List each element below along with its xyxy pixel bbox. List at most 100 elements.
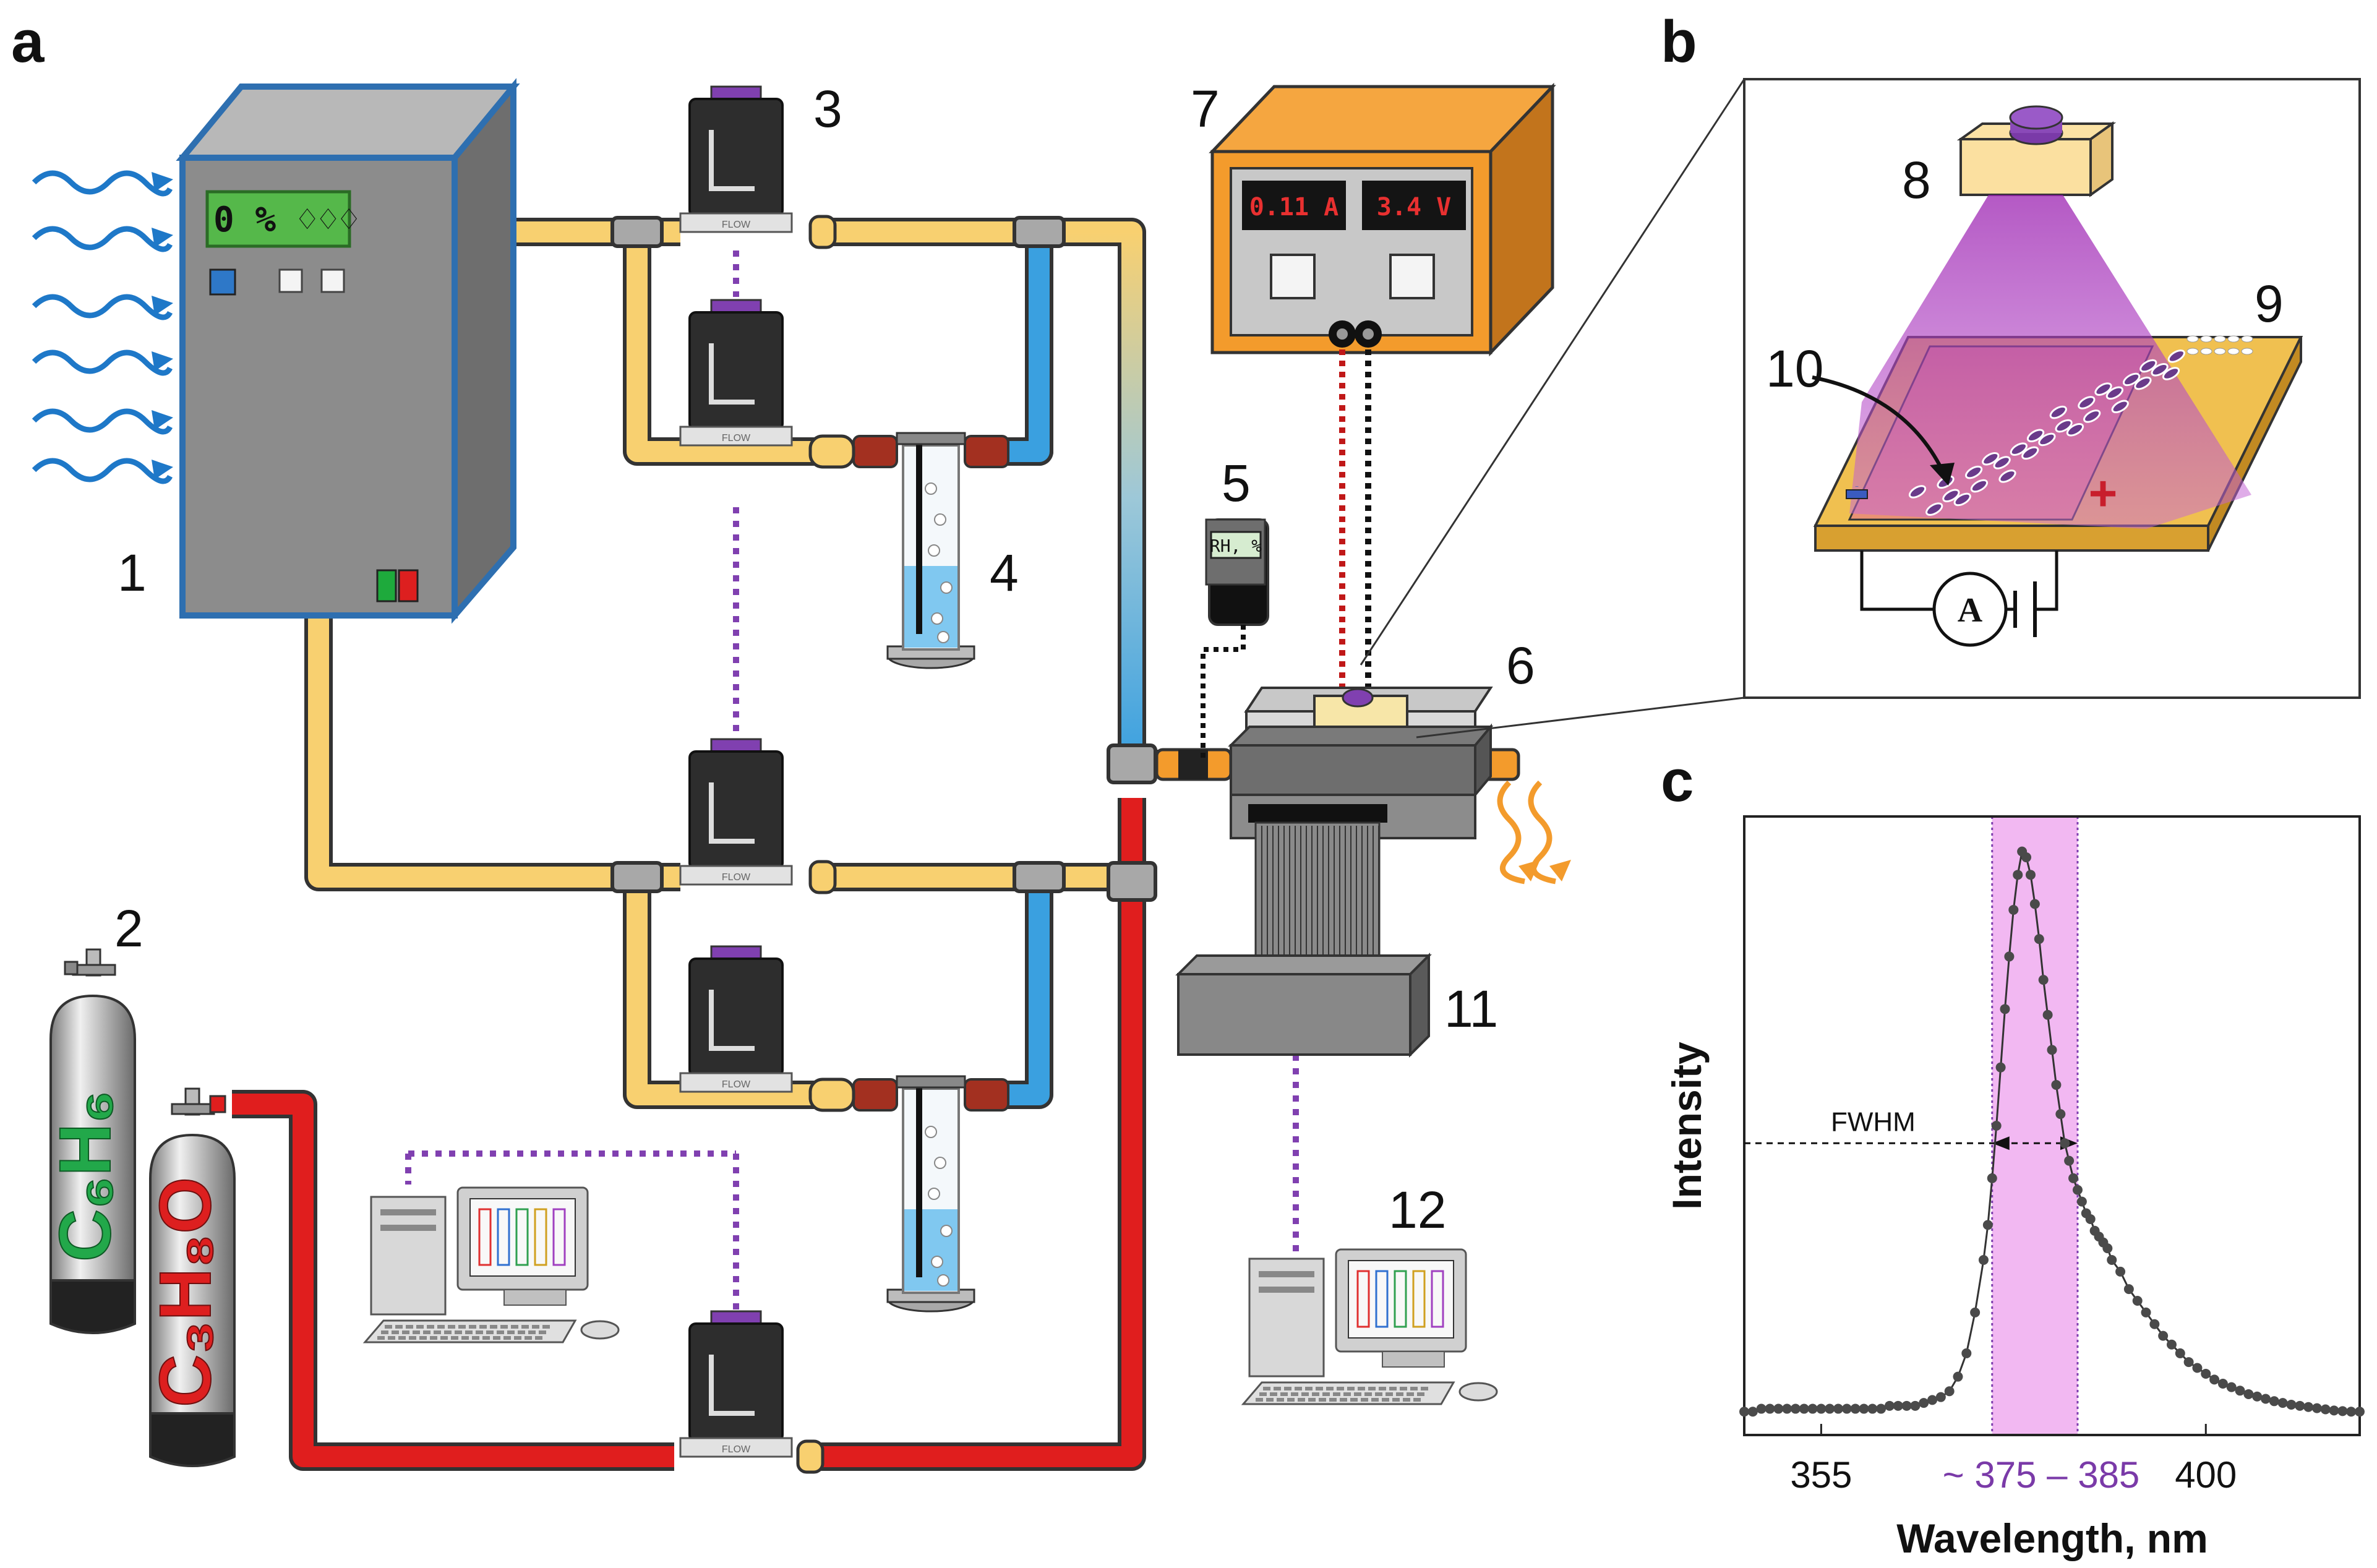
chamber-white-button-1[interactable] <box>278 268 303 293</box>
spectrum-point <box>1799 1403 1809 1414</box>
spectrum-point <box>2060 1138 2070 1149</box>
spectrum-point <box>1970 1307 1981 1317</box>
spectrum-point <box>1901 1400 1912 1411</box>
voltage-knob[interactable] <box>1389 254 1435 299</box>
chamber-red-switch[interactable] <box>398 569 419 602</box>
spectrum-point <box>2008 904 2019 915</box>
chamber-green-switch[interactable] <box>376 569 397 602</box>
spectrum-point <box>1782 1403 1792 1414</box>
plot-frame <box>1743 815 2361 1436</box>
spectrum-point <box>1859 1403 1869 1414</box>
spectrum-point <box>2355 1407 2365 1417</box>
hygrometer: RH, % <box>1205 518 1269 626</box>
callout-10: 10 <box>1766 340 1823 398</box>
spectrum-point <box>1867 1403 1878 1414</box>
spectrum-point <box>1944 1386 1955 1397</box>
spectrum-point <box>1884 1400 1895 1411</box>
spectrum-point <box>2320 1404 2331 1415</box>
data-acquisition-unit <box>1175 953 1432 1058</box>
spectrum-point <box>1978 1254 1989 1265</box>
chamber-display-text: 0 % ♢♢♢ <box>213 200 359 240</box>
exhaust-arrows <box>1497 780 1571 885</box>
current-knob[interactable] <box>1270 254 1316 299</box>
panel-label-b: b <box>1661 9 1697 75</box>
mass-flow-controller: FLOW <box>679 1310 793 1458</box>
spectrum-point <box>2201 1368 2211 1379</box>
sensor-inset: − + A <box>1360 78 2361 739</box>
callout-5: 5 <box>1222 454 1251 512</box>
spectrum-point <box>2311 1403 2322 1413</box>
chamber-display <box>205 190 351 248</box>
spectrum-point <box>2286 1399 2297 1410</box>
positive-electrode-sign: + <box>2089 466 2118 521</box>
panel-label-c: c <box>1661 748 1694 814</box>
flow-label: FLOW <box>722 1444 751 1455</box>
spectrum-point <box>2025 870 2036 880</box>
callout-2: 2 <box>114 899 143 958</box>
spectrum-point <box>1807 1403 1818 1414</box>
spectrum-point <box>2013 870 2023 880</box>
mass-flow-controller: FLOW <box>679 738 793 886</box>
bubblers <box>886 432 975 1313</box>
spectrum-point <box>1961 1348 1972 1358</box>
spectrum-point <box>1825 1403 1835 1414</box>
spectrum-point <box>2123 1284 2134 1295</box>
spectrum-point <box>2115 1266 2126 1277</box>
spectrum-point <box>2055 1109 2066 1120</box>
mass-flow-controller: FLOW <box>679 299 793 447</box>
control-computer <box>362 1186 620 1343</box>
spectrum-point <box>2175 1348 2185 1358</box>
spectrum-point <box>1982 1220 1993 1230</box>
spectrum-point <box>2000 1004 2010 1014</box>
callouts: 1 2 3 4 5 6 7 8 9 10 11 12 <box>114 80 2284 1239</box>
spectrum-point <box>1991 1121 2002 1131</box>
spectrum-point <box>1935 1392 1946 1402</box>
test-chamber <box>1228 687 1494 975</box>
chamber-blue-button[interactable] <box>209 268 236 296</box>
spectrum-point <box>2085 1214 2096 1224</box>
spectrum-point <box>1756 1403 1767 1414</box>
spectrum-point <box>1919 1398 1929 1408</box>
flow-label: FLOW <box>722 1079 751 1090</box>
spectrum-point <box>1816 1403 1827 1414</box>
spectrum-point <box>2209 1374 2220 1385</box>
flow-label: FLOW <box>722 220 751 230</box>
flow-label: FLOW <box>722 872 751 883</box>
flow-label: FLOW <box>722 433 751 443</box>
spectrum-point <box>1850 1403 1861 1414</box>
control-links <box>405 251 1299 1311</box>
bubbler <box>886 1075 975 1313</box>
spectrum-point <box>2226 1382 2237 1392</box>
spectrum-point <box>2068 1173 2079 1183</box>
spectrum-point <box>2166 1339 2177 1350</box>
spectrum-point <box>2141 1307 2151 1317</box>
band-label: ~ 375 – 385 <box>1943 1454 2140 1496</box>
chamber-white-button-2[interactable] <box>320 268 345 293</box>
callout-3: 3 <box>813 80 842 138</box>
callout-11: 11 <box>1444 980 1498 1038</box>
callout-9: 9 <box>2255 275 2284 333</box>
spectrum-point <box>1739 1407 1749 1417</box>
spectrum-point <box>2047 1045 2057 1055</box>
spectrum-point <box>2183 1357 2194 1368</box>
spectrum-point <box>2192 1363 2203 1373</box>
panel-label-a: a <box>11 9 45 75</box>
spectrum-point <box>2064 1155 2075 1166</box>
hygrometer-label: RH, % <box>1210 536 1262 556</box>
spectrum-point <box>1953 1371 1963 1382</box>
airflow-arrows <box>32 170 173 484</box>
ammeter-symbol: A <box>1958 591 1983 630</box>
y-axis-title: Intensity <box>1664 1042 1710 1210</box>
spectrum-point <box>1910 1400 1921 1411</box>
x-tick-label: 400 <box>2175 1454 2237 1496</box>
spectrum-point <box>1833 1403 1844 1414</box>
spectrum-point <box>2042 1009 2053 1020</box>
spectrum-point <box>2277 1398 2288 1408</box>
spectrum-point <box>1790 1403 1801 1414</box>
spectrum-point <box>2051 1079 2062 1090</box>
power-supply: 0.11 A 3.4 V <box>1209 82 1556 357</box>
spectrum-point <box>2038 975 2049 985</box>
x-tick-label: 355 <box>1790 1454 1852 1496</box>
current-readout: 0.11 A <box>1249 193 1339 221</box>
